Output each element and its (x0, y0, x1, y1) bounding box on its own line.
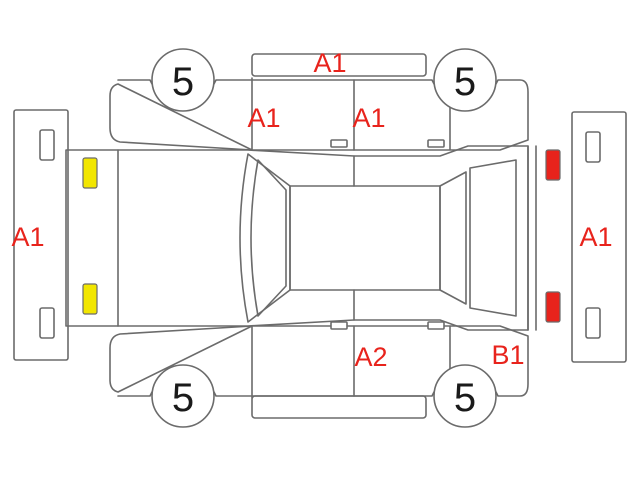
rear-bumper-slot-top (585, 131, 601, 163)
front-headlamp-top (82, 157, 98, 189)
front-bumper-slot-top (39, 129, 55, 161)
wheel-front-left-circle (151, 48, 215, 112)
code-front-bumper: A1 (11, 222, 44, 252)
front-bumper-outline (13, 109, 69, 361)
front-bumper-slot-bottom (39, 307, 55, 339)
wheel-front-left-label: 5 (172, 60, 194, 104)
rear-bumper-slot-bottom (585, 307, 601, 339)
code-rear-door-bottom: A2 (354, 342, 387, 372)
code-front-door-top: A1 (247, 103, 280, 133)
bottom-rear-door-handle (427, 321, 445, 330)
wheel-front-right-label: 5 (172, 376, 194, 420)
rear-tail-lamp-top (545, 149, 561, 181)
code-rear-door-top: A1 (352, 103, 385, 133)
roof-top-rail (251, 53, 427, 77)
code-roof-top-panel: A1 (313, 48, 346, 78)
code-rear-fender-bottom: B1 (491, 340, 524, 370)
wheel-rear-left-label: 5 (454, 60, 476, 104)
top-view-body (65, 145, 529, 331)
rear-tail-lamp-bottom (545, 291, 561, 323)
wheel-front-right-circle (151, 364, 215, 428)
bottom-front-door-handle (330, 321, 348, 330)
roof-bottom-rail (251, 395, 427, 419)
rear-bumper-outline (571, 111, 627, 363)
wheel-rear-left-circle (433, 48, 497, 112)
rear-window (439, 171, 467, 305)
roof-panel (289, 185, 441, 291)
windshield (239, 153, 291, 323)
wheel-rear-right-circle (433, 364, 497, 428)
front-headlamp-bottom (82, 283, 98, 315)
windshield-inner (250, 159, 287, 317)
rear-window-glass (469, 159, 517, 317)
top-front-door-handle (330, 139, 348, 148)
code-rear-bumper: A1 (579, 222, 612, 252)
wheel-rear-right-label: 5 (454, 376, 476, 420)
top-rear-door-handle (427, 139, 445, 148)
